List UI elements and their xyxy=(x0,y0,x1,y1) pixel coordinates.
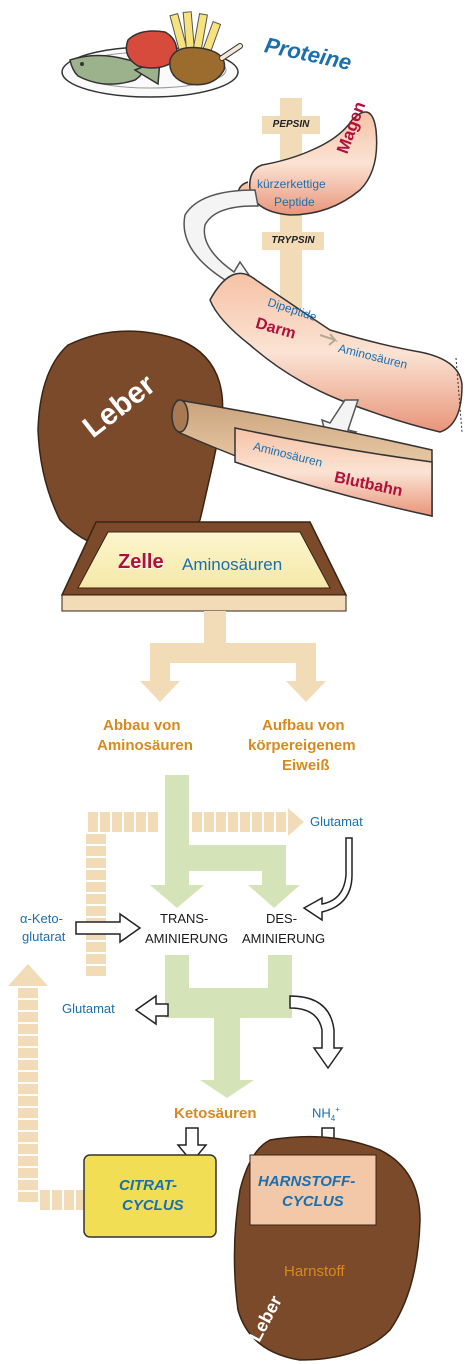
cell-label: Zelle xyxy=(118,551,164,573)
cell-content: Aminosäuren xyxy=(182,555,283,574)
cell-tray xyxy=(60,521,348,612)
glutamat-top: Glutamat xyxy=(310,814,363,829)
ammonium-superscript: + xyxy=(335,1105,340,1114)
deamination-line1: DES- xyxy=(266,911,298,926)
transamination-line2: AMINIERUNG xyxy=(145,931,229,946)
dashed-column-left xyxy=(8,964,86,1210)
intestine-shape xyxy=(209,272,463,433)
transamination-line1: TRANS- xyxy=(160,911,209,926)
stomach-product-line2: Peptide xyxy=(274,195,315,209)
dashed-loop-top xyxy=(86,808,304,976)
ammonium-label: NH4+ xyxy=(312,1106,340,1123)
buildup-line2: körpereigenem xyxy=(248,737,356,754)
deamination-line2: AMINIERUNG xyxy=(242,931,326,946)
stomach-shape xyxy=(249,111,378,216)
breakdown-line1: Abbau von xyxy=(103,717,181,734)
urea-cycle-box xyxy=(249,1154,377,1226)
ketoacids-label: Ketosäuren xyxy=(174,1105,257,1122)
alpha-ketoglutarat-line1: α-Keto- xyxy=(20,911,63,926)
breakdown-line2: Aminosäuren xyxy=(97,737,193,754)
split-arrow-cell xyxy=(140,611,326,702)
food-plate-icon xyxy=(61,11,243,98)
glutamat-left: Glutamat xyxy=(62,1001,115,1016)
urea-label: Harnstoff xyxy=(284,1263,345,1280)
stomach-product-line1: kürzerkettige xyxy=(257,177,326,191)
alpha-ketoglutarat-line2: glutarat xyxy=(22,929,66,944)
enzyme-pepsin: PEPSIN xyxy=(262,116,320,134)
urea-cycle-line1: HARNSTOFF- xyxy=(258,1173,356,1190)
citrate-cycle-line1: CITRAT- xyxy=(119,1177,178,1194)
ammonium-subscript: 4 xyxy=(330,1113,336,1123)
liver-top-shape xyxy=(37,330,224,555)
green-flow-arrows xyxy=(150,775,300,1098)
urea-cycle-line2: CYCLUS xyxy=(282,1193,344,1210)
ammonium-text: NH xyxy=(312,1105,331,1121)
citrate-cycle-box xyxy=(83,1154,217,1238)
enzyme-trypsin: TRYPSIN xyxy=(262,232,324,250)
citrate-cycle-line2: CYCLUS xyxy=(122,1197,184,1214)
buildup-line1: Aufbau von xyxy=(262,717,345,734)
buildup-line3: Eiweiß xyxy=(282,757,330,774)
